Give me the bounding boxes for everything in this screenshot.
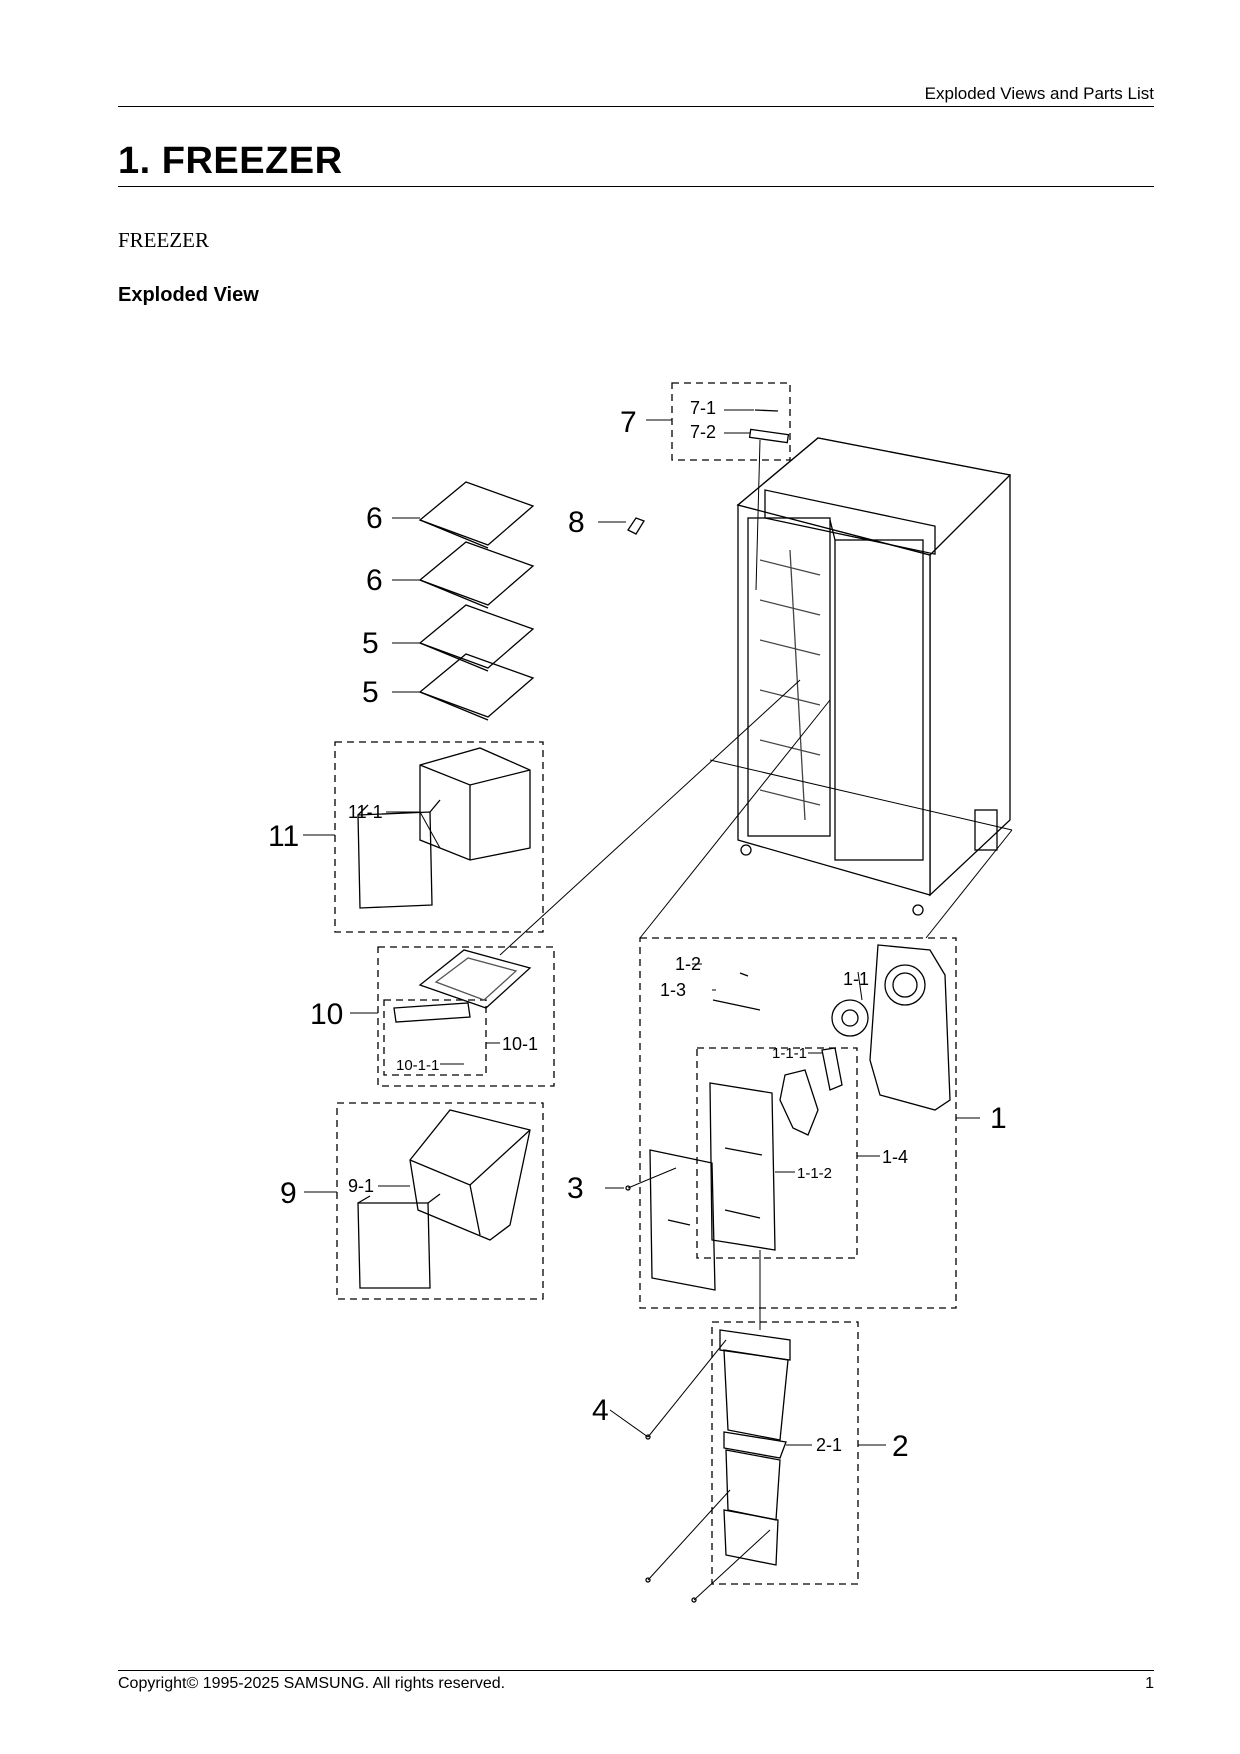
callout-10-1-1: 10-1-1 xyxy=(396,1057,439,1074)
callout-11: 11 xyxy=(268,820,299,853)
callout-1-1: 1-1 xyxy=(843,969,869,989)
duct-assembly-2 xyxy=(719,1329,791,1566)
evaporator-cover xyxy=(649,1082,776,1291)
group-1-box xyxy=(639,937,957,1309)
callout-9-1: 9-1 xyxy=(348,1176,374,1196)
refrigerator-cabinet xyxy=(736,437,1012,916)
copyright-text: Copyright© 1995-2025 SAMSUNG. All rights… xyxy=(118,1675,506,1692)
callout-7: 7 xyxy=(620,406,637,439)
callout-1-3: 1-3 xyxy=(660,980,686,1000)
group-10-box xyxy=(377,946,555,1087)
callout-10-1: 10-1 xyxy=(502,1034,538,1054)
exploded-view-heading: Exploded View xyxy=(118,284,259,306)
callout-4: 4 xyxy=(592,1394,609,1427)
callout-7-2: 7-2 xyxy=(690,422,716,442)
callout-2: 2 xyxy=(892,1430,909,1463)
callout-5b: 5 xyxy=(362,676,379,709)
callout-7-1: 7-1 xyxy=(690,398,716,418)
callout-8: 8 xyxy=(568,506,585,539)
callout-1-1-2: 1-1-2 xyxy=(797,1165,832,1182)
case-11 xyxy=(357,747,531,909)
callout-10: 10 xyxy=(310,998,343,1031)
callout-1-1-1: 1-1-1 xyxy=(772,1045,807,1062)
group-10-1-box xyxy=(383,999,487,1076)
callout-5a: 5 xyxy=(362,627,379,660)
fan-assembly-1 xyxy=(712,944,951,1136)
callout-1-2: 1-2 xyxy=(675,954,701,974)
group-11-box xyxy=(334,741,544,933)
callout-11-1: 11-1 xyxy=(348,802,383,822)
header-rule xyxy=(118,106,1154,107)
shelf-5-top xyxy=(418,604,535,672)
shelf-5-second xyxy=(418,653,535,721)
group-2-box xyxy=(711,1321,859,1585)
callout-2-1: 2-1 xyxy=(816,1435,842,1455)
group-7-box xyxy=(671,382,791,461)
shelf-6-second xyxy=(418,541,535,609)
callout-6a: 6 xyxy=(366,502,383,535)
group-1-4-box xyxy=(696,1047,858,1259)
drawer-9 xyxy=(357,1109,531,1289)
header-section-title: Exploded Views and Parts List xyxy=(924,84,1154,103)
shelf-6-top xyxy=(418,481,535,549)
callout-6b: 6 xyxy=(366,564,383,597)
page-title: 1. FREEZER xyxy=(118,140,343,182)
callout-1: 1 xyxy=(990,1102,1007,1135)
callout-9: 9 xyxy=(280,1177,297,1210)
group-9-box xyxy=(336,1102,544,1300)
callout-1-4: 1-4 xyxy=(882,1147,908,1167)
title-rule xyxy=(118,186,1154,187)
section-subtitle: FREEZER xyxy=(118,228,210,252)
callout-3: 3 xyxy=(567,1172,584,1205)
page-number: 1 xyxy=(1145,1675,1154,1692)
part-8 xyxy=(627,517,645,535)
tray-10 xyxy=(393,949,532,1023)
footer-rule xyxy=(118,1670,1154,1671)
